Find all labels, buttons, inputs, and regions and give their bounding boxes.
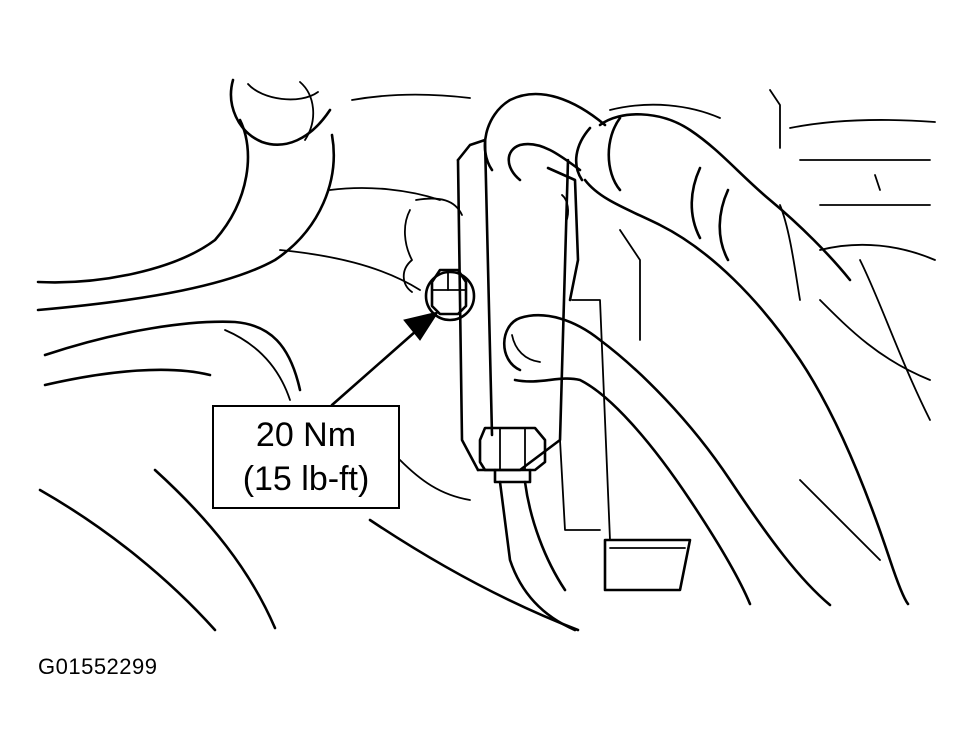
left-engine-structure: [43, 197, 463, 401]
lower-nut: [478, 426, 577, 632]
upper-pipe: [483, 92, 910, 606]
lower-pipe: [503, 313, 832, 607]
torque-callout-box: 20 Nm (15 lb-ft): [212, 405, 400, 509]
bracket-bolt: [424, 268, 476, 322]
background-outline: [279, 89, 936, 291]
lower-left-structure: [38, 459, 580, 632]
connector-block: [603, 538, 692, 592]
right-side-lines: [619, 204, 931, 561]
leader-arrowhead: [403, 311, 440, 341]
torque-imperial: (15 lb-ft): [242, 460, 370, 498]
torque-metric: 20 Nm: [255, 416, 357, 454]
figure-id: G01552299: [38, 654, 158, 679]
mounting-bracket: [456, 138, 611, 541]
upper-left-hose: [36, 78, 336, 312]
callout-leader: [330, 311, 440, 407]
